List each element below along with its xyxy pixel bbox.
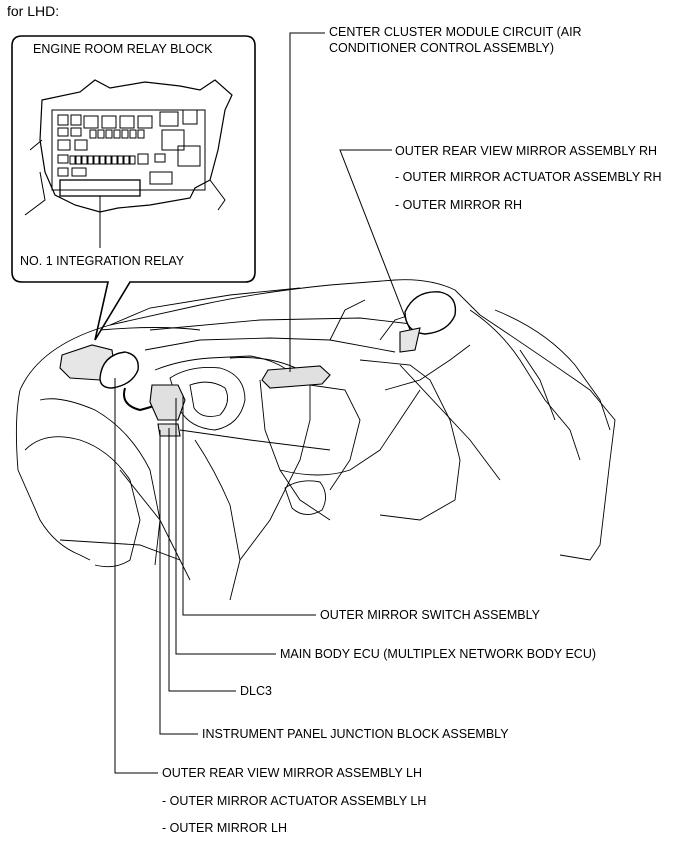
vehicle-body	[15, 279, 616, 601]
inset-title: ENGINE ROOM RELAY BLOCK	[33, 42, 213, 56]
label-main-body-ecu: MAIN BODY ECU (MULTIPLEX NETWORK BODY EC…	[280, 647, 597, 661]
leader-lines	[114, 32, 411, 774]
relay-block-inset	[11, 35, 256, 341]
center-cluster-shape	[261, 365, 331, 389]
label-ip-junction: INSTRUMENT PANEL JUNCTION BLOCK ASSEMBLY	[202, 727, 509, 741]
label-mirror-lh-mirror: - OUTER MIRROR LH	[162, 821, 287, 835]
ecu-block-shape	[149, 384, 186, 421]
label-mirror-lh-actuator: - OUTER MIRROR ACTUATOR ASSEMBLY LH	[162, 794, 427, 808]
inset-caption: NO. 1 INTEGRATION RELAY	[20, 254, 185, 268]
component-shapes	[59, 291, 457, 437]
label-center-cluster-line2: CONDITIONER CONTROL ASSEMBLY)	[329, 41, 555, 55]
label-center-cluster-line1: CENTER CLUSTER MODULE CIRCUIT (AIR	[329, 25, 582, 39]
label-mirror-rh-actuator: - OUTER MIRROR ACTUATOR ASSEMBLY RH	[395, 170, 662, 184]
mirror-rh-shape	[404, 291, 457, 335]
label-mirror-lh: OUTER REAR VIEW MIRROR ASSEMBLY LH	[162, 766, 423, 780]
relay-block-fuses	[57, 109, 201, 185]
mirror-lh-shape	[99, 351, 139, 389]
label-dlc3: DLC3	[240, 684, 272, 698]
label-mirror-rh-mirror: - OUTER MIRROR RH	[395, 198, 523, 212]
label-mirror-switch: OUTER MIRROR SWITCH ASSEMBLY	[320, 608, 540, 622]
label-mirror-rh: OUTER REAR VIEW MIRROR ASSEMBLY RH	[395, 144, 658, 158]
diagram-header: for LHD:	[7, 3, 60, 19]
